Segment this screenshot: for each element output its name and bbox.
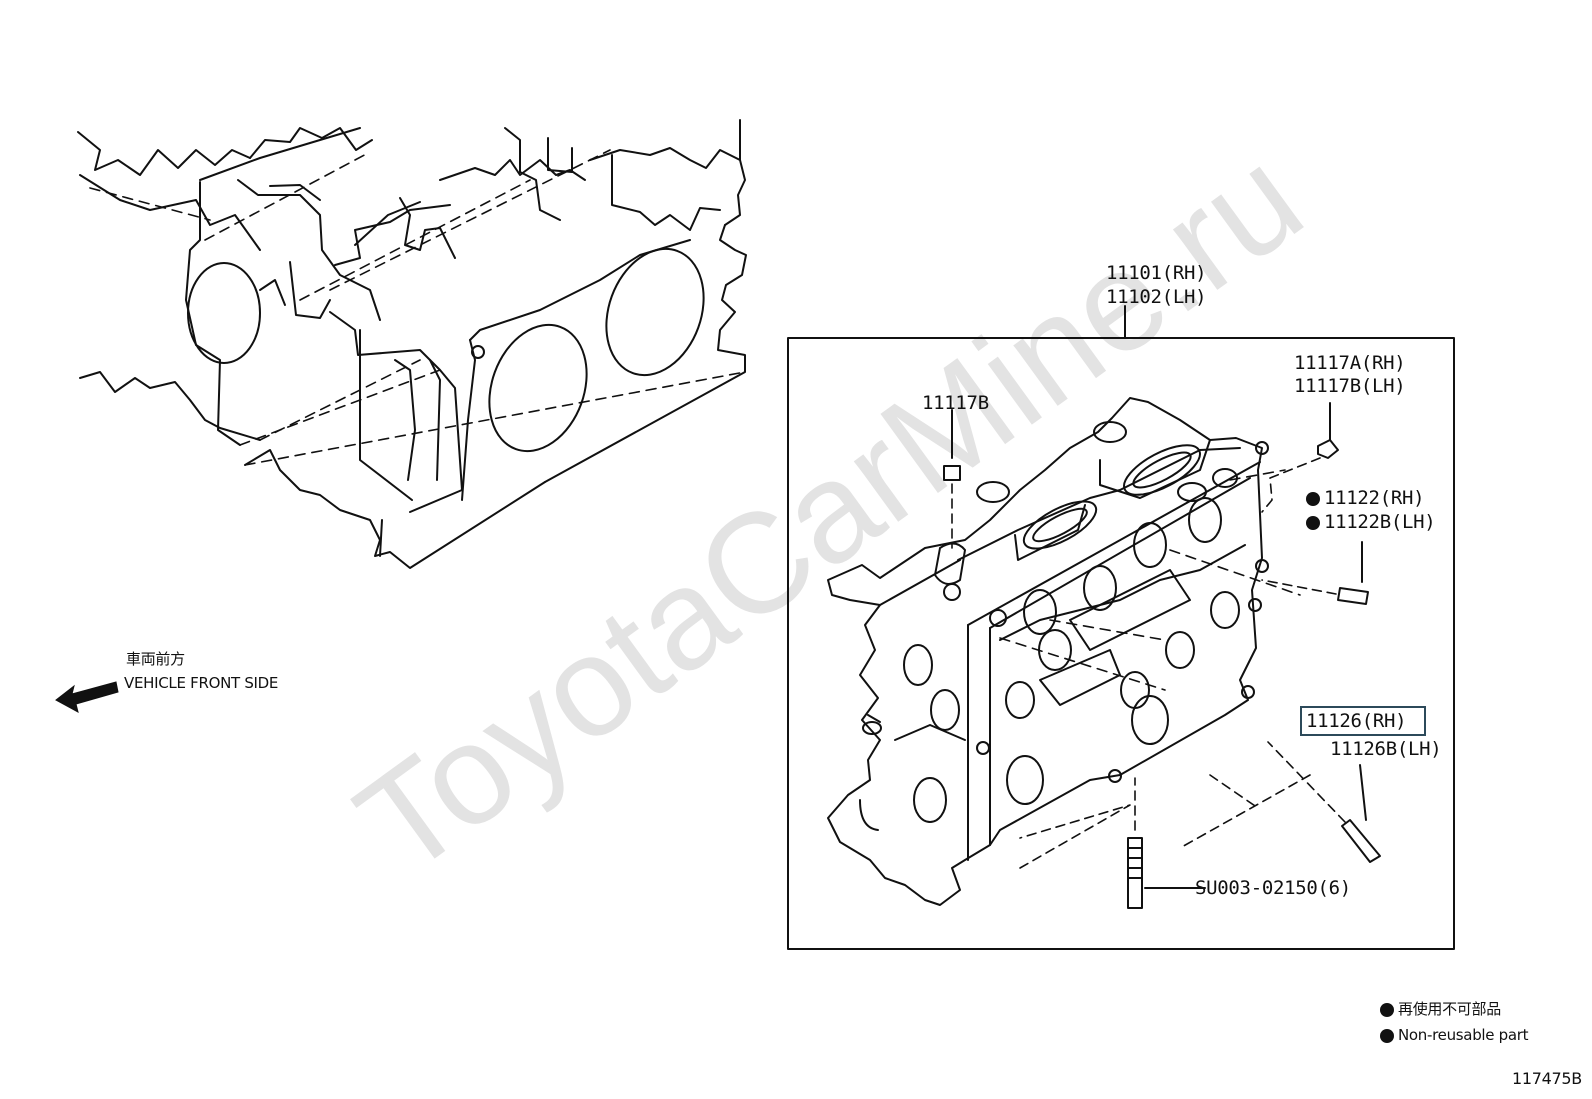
callout-11117a-rh[interactable]: 11117A(RH): [1294, 352, 1406, 374]
callout-11117b-lh[interactable]: 11117B(LH): [1294, 375, 1406, 397]
direction-label-jp: 車両前方: [126, 650, 185, 668]
callout-11102[interactable]: 11102(LH): [1106, 286, 1207, 308]
arrow-left-icon: [55, 681, 119, 713]
callout-11101[interactable]: 11101(RH): [1106, 262, 1207, 284]
callout-11122-rh[interactable]: 11122(RH): [1306, 487, 1425, 509]
non-reusable-dot-icon: [1380, 1028, 1394, 1043]
callout-11117b[interactable]: 11117B: [922, 392, 989, 414]
callout-11122b-lh[interactable]: 11122B(LH): [1306, 511, 1436, 533]
non-reusable-dot-icon: [1306, 515, 1320, 530]
direction-label-en: VEHICLE FRONT SIDE: [124, 674, 279, 692]
legend-en: Non-reusable part: [1380, 1024, 1529, 1046]
diagram-code: 117475B: [1512, 1069, 1582, 1088]
highlight-box: [1300, 706, 1426, 736]
legend-jp: 再使用不可部品: [1380, 998, 1501, 1020]
cylinder-head-drawing: [827, 397, 1301, 906]
callout-su003[interactable]: SU003-02150(6): [1195, 877, 1351, 899]
engine-block-drawing: [77, 119, 747, 569]
non-reusable-dot-icon: [1306, 491, 1320, 506]
callout-11126-rh[interactable]: 11126(RH): [1306, 710, 1407, 732]
callout-11126b-lh[interactable]: 11126B(LH): [1330, 738, 1442, 760]
parts-frame: [787, 337, 1455, 950]
non-reusable-dot-icon: [1380, 1002, 1394, 1017]
